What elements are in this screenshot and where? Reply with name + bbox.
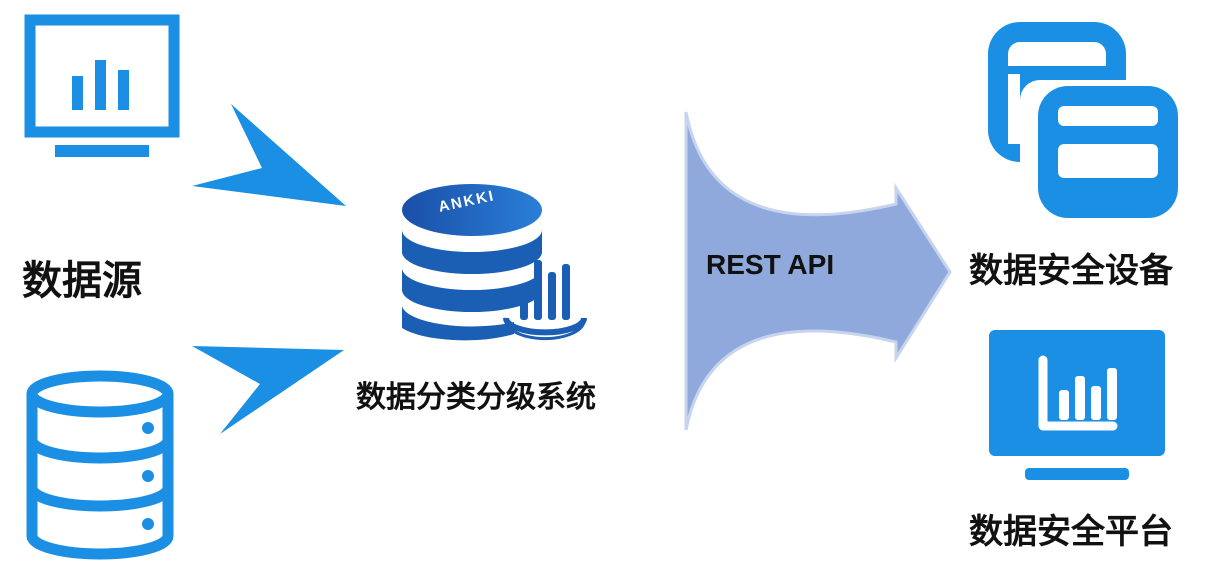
source-label: 数据源 <box>22 258 142 304</box>
monitor-chart-icon <box>985 328 1170 488</box>
funnel-arrow-icon <box>682 108 954 436</box>
target-platform-label: 数据安全平台 <box>969 512 1173 552</box>
arrow-right-icon <box>186 98 351 213</box>
arrow-right-icon <box>186 334 351 439</box>
monitor-chart-icon <box>22 14 182 164</box>
target-device-label: 数据安全设备 <box>969 251 1173 291</box>
linked-windows-icon <box>980 14 1185 222</box>
database-icon <box>20 368 180 563</box>
connector-label: REST API <box>706 249 835 280</box>
center-system-label: 数据分类分级系统 <box>356 380 596 415</box>
database-chart-icon <box>394 172 594 352</box>
